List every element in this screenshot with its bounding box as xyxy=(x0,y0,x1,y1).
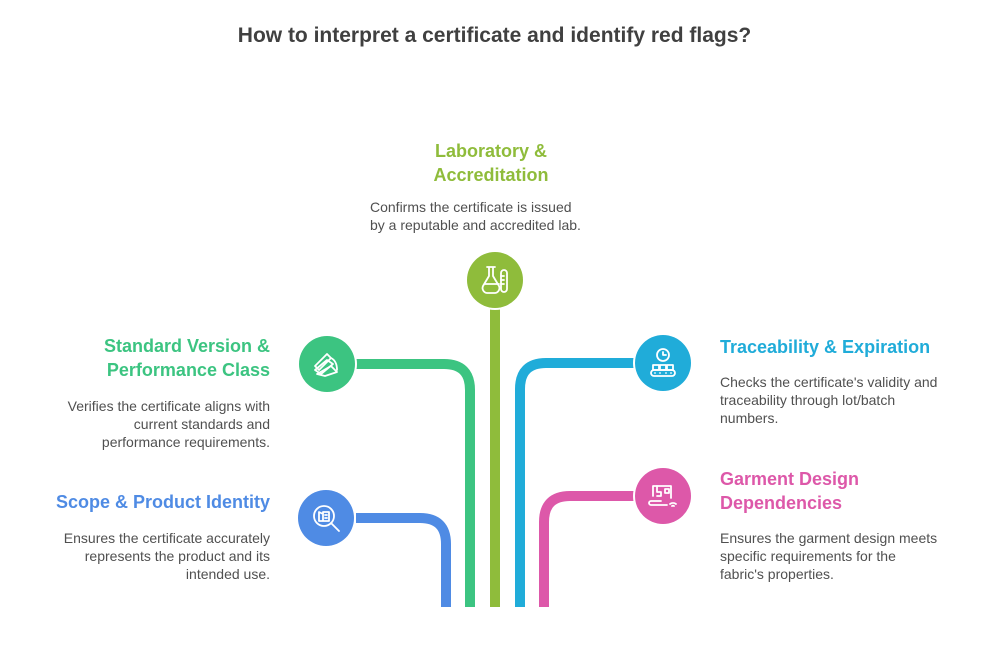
standard-node xyxy=(299,336,355,392)
flask-test-tube-icon xyxy=(481,266,508,294)
laboratory-desc-line1: Confirms the certificate is issued xyxy=(370,199,572,215)
standard-heading: Standard Version & Performance Class xyxy=(50,334,270,382)
garment-node xyxy=(635,468,691,524)
traceability-description: Checks the certificate's validity and tr… xyxy=(720,373,980,427)
standard-heading-line2: Performance Class xyxy=(106,360,270,380)
standard-desc-line2: current standards and xyxy=(133,416,270,432)
standard-description: Verifies the certificate aligns with cur… xyxy=(30,397,270,451)
laboratory-node xyxy=(467,252,523,308)
connector-garment xyxy=(539,491,636,607)
traceability-desc-line1: Checks the certificate's validity and xyxy=(720,374,938,390)
traceability-node xyxy=(635,335,691,391)
garment-heading: Garment Design Dependencies xyxy=(720,467,980,515)
traceability-heading-line1: Traceability & Expiration xyxy=(720,337,931,357)
connector-standard xyxy=(356,359,475,607)
sewing-machine-icon xyxy=(648,485,677,507)
connector-traceability xyxy=(515,358,636,607)
scope-node xyxy=(298,490,354,546)
laboratory-desc-line2: by a reputable and accredited lab. xyxy=(370,217,581,233)
clock-conveyor-icon xyxy=(650,348,676,377)
laboratory-description: Confirms the certificate is issued by a … xyxy=(370,198,620,234)
scope-desc-line2: represents the product and its xyxy=(84,548,270,564)
traceability-desc-line3: numbers. xyxy=(720,410,779,426)
scope-desc-line3: intended use. xyxy=(185,566,270,582)
magnify-building-icon xyxy=(313,505,340,532)
traceability-heading: Traceability & Expiration xyxy=(720,335,980,359)
scope-heading-line1: Scope & Product Identity xyxy=(55,492,270,512)
garment-heading-line2: Dependencies xyxy=(720,493,843,513)
laboratory-heading-line1: Laboratory & xyxy=(434,141,548,161)
garment-desc-line2: specific requirements for the xyxy=(720,548,896,564)
document-pages-icon xyxy=(314,353,338,377)
laboratory-heading-line2: Accreditation xyxy=(433,165,549,185)
traceability-desc-line2: traceability through lot/batch xyxy=(720,392,896,408)
laboratory-heading: Laboratory & Accreditation xyxy=(391,139,591,187)
standard-desc-line1: Verifies the certificate aligns with xyxy=(67,398,270,414)
standard-desc-line3: performance requirements. xyxy=(101,434,270,450)
standard-heading-line1: Standard Version & xyxy=(103,336,270,356)
diagram-title: How to interpret a certificate and ident… xyxy=(237,24,752,47)
connector-scope xyxy=(356,513,451,607)
garment-desc-line1: Ensures the garment design meets xyxy=(720,530,938,546)
scope-heading: Scope & Product Identity xyxy=(30,490,270,514)
garment-desc-line3: fabric's properties. xyxy=(720,566,834,582)
scope-description: Ensures the certificate accurately repre… xyxy=(30,529,270,583)
garment-heading-line1: Garment Design xyxy=(720,469,860,489)
scope-desc-line1: Ensures the certificate accurately xyxy=(63,530,270,546)
garment-description: Ensures the garment design meets specifi… xyxy=(720,529,980,583)
